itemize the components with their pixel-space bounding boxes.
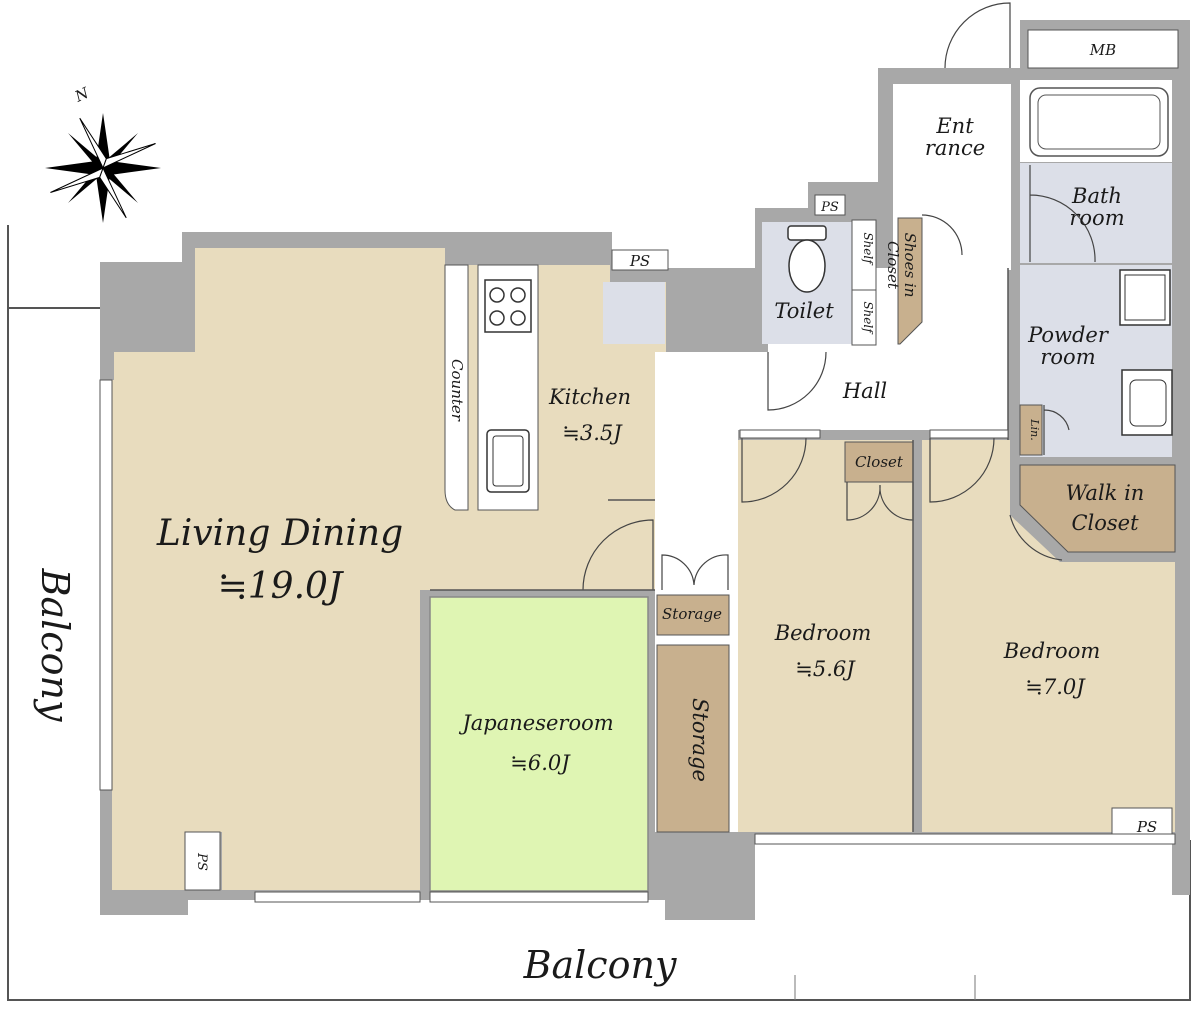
kitchen-sink xyxy=(486,429,530,493)
bedroom-2-label: Bedroom xyxy=(1003,639,1101,663)
bathroom-label-1: Bath xyxy=(1071,184,1122,208)
closet-floor xyxy=(844,441,914,483)
ps-boxes xyxy=(184,194,1173,891)
hall-label: Hall xyxy=(842,379,887,403)
bedroom-2-size: ≒7.0J xyxy=(1025,675,1086,699)
windows xyxy=(99,379,1176,903)
japanese-room-floor xyxy=(429,596,649,892)
living-dining-label: Living Dining xyxy=(156,513,403,554)
door-swings xyxy=(582,2,1096,591)
drain-marks xyxy=(794,975,976,1000)
washing-machine xyxy=(1119,269,1171,326)
mb-box xyxy=(1027,29,1179,69)
powder-room-label-2: room xyxy=(1040,345,1095,369)
bedroom-1-floor xyxy=(738,440,913,832)
bathroom-label-2: room xyxy=(1069,206,1124,230)
storage-tall-label: Storage xyxy=(688,698,712,782)
bedroom-1-size: ≒5.6J xyxy=(795,657,856,681)
kitchen-size: ≒3.5J xyxy=(562,421,623,445)
powder-room-label-1: Powder xyxy=(1027,323,1110,347)
ps-label-kitchen: PS xyxy=(629,252,650,270)
walk-in-closet-label-1: Walk in xyxy=(1066,481,1145,505)
storage-small-label: Storage xyxy=(662,605,722,623)
shelf-upper-label: Shelf xyxy=(861,232,875,266)
storage-tall xyxy=(656,644,730,833)
storage-small xyxy=(656,594,730,636)
japanese-room-label: Japaneseroom xyxy=(458,711,613,735)
ps-label-bedroom: PS xyxy=(1136,818,1157,836)
shelf-lower-label: Shelf xyxy=(861,301,875,335)
bathroom-floor xyxy=(1020,163,1172,263)
shoes-closet-label-1: Shoes in xyxy=(901,233,919,298)
bedroom-2-floor xyxy=(922,440,1175,832)
kitchen-label: Kitchen xyxy=(548,385,631,409)
stove xyxy=(484,279,532,333)
shoes-closet-floor xyxy=(897,217,923,345)
mb-label: MB xyxy=(1089,41,1116,59)
linen-label: Lin. xyxy=(1028,418,1041,440)
japanese-room-size: ≒6.0J xyxy=(510,751,571,775)
bathtub xyxy=(1029,87,1169,157)
fridge-space xyxy=(603,282,665,344)
compass-icon xyxy=(45,113,161,223)
wash-basin xyxy=(1121,369,1173,436)
walk-in-closet-floor xyxy=(1019,464,1176,553)
ps-label-living: PS xyxy=(194,852,209,871)
living-dining-floor xyxy=(112,248,445,890)
entrance-label-2: rance xyxy=(925,136,985,160)
toilet-label: Toilet xyxy=(774,299,834,323)
entrance-label-1: Ent xyxy=(935,114,974,138)
balcony-west-label: Balcony xyxy=(33,568,77,722)
walk-in-closet-label-2: Closet xyxy=(1071,511,1139,535)
kitchen-counter xyxy=(444,264,539,511)
shelf-upper xyxy=(851,219,877,291)
balcony-outline xyxy=(7,225,1191,1001)
toilet-fixture xyxy=(787,225,827,293)
ps-label-toilet: PS xyxy=(820,200,839,215)
compass-north-label: N xyxy=(71,83,92,106)
columns xyxy=(100,262,758,380)
interior-walls xyxy=(430,268,1009,832)
counter-label: Counter xyxy=(448,359,466,422)
living-dining-size: ≒19.0J xyxy=(218,566,345,607)
shoes-closet-label-2: Closet xyxy=(884,241,902,290)
shelf-lower xyxy=(851,289,877,346)
bedroom-1-label: Bedroom xyxy=(774,621,872,645)
linen-closet xyxy=(1019,404,1043,456)
closet-label: Closet xyxy=(855,453,904,471)
balcony-south-label: Balcony xyxy=(523,943,677,987)
hall-floor xyxy=(655,268,1008,832)
